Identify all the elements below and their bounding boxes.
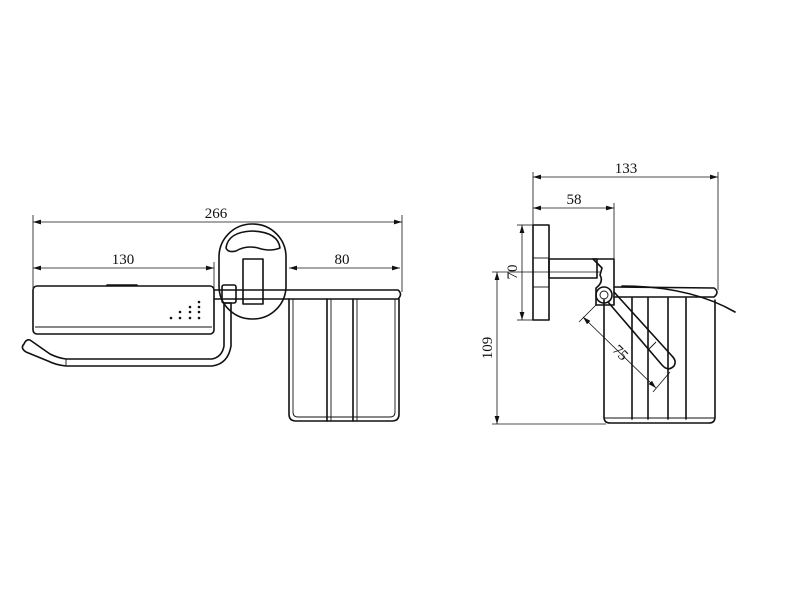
dimension-70: 70 xyxy=(505,224,533,321)
dimension-label-266: 266 xyxy=(205,206,228,222)
basket xyxy=(288,298,400,422)
dimension-130: 130 xyxy=(33,252,215,288)
wall-mount-plate xyxy=(218,223,287,320)
dimension-label-133: 133 xyxy=(615,161,638,177)
dimension-label-130: 130 xyxy=(112,252,135,268)
swing-arm xyxy=(607,291,676,370)
dimension-133: 133 xyxy=(532,161,719,290)
side-arm xyxy=(548,258,615,306)
dimension-label-58: 58 xyxy=(567,192,582,208)
front-view: 266 130 80 xyxy=(21,206,403,422)
dimension-75: 75 xyxy=(578,304,671,393)
dimension-266: 266 xyxy=(32,206,403,292)
dimension-80: 80 xyxy=(289,252,400,271)
dimension-58: 58 xyxy=(533,192,615,260)
side-wall-plate xyxy=(532,224,550,321)
support-rod xyxy=(213,284,402,304)
shelf-cover xyxy=(32,284,215,335)
side-basket xyxy=(603,297,716,424)
side-view: 133 58 70 109 75 xyxy=(480,161,736,425)
cover-flap xyxy=(613,285,736,313)
dimension-label-80: 80 xyxy=(335,252,350,268)
paper-holder-arm xyxy=(21,302,232,367)
dimension-label-109: 109 xyxy=(480,337,496,360)
dimension-109: 109 xyxy=(480,271,606,425)
